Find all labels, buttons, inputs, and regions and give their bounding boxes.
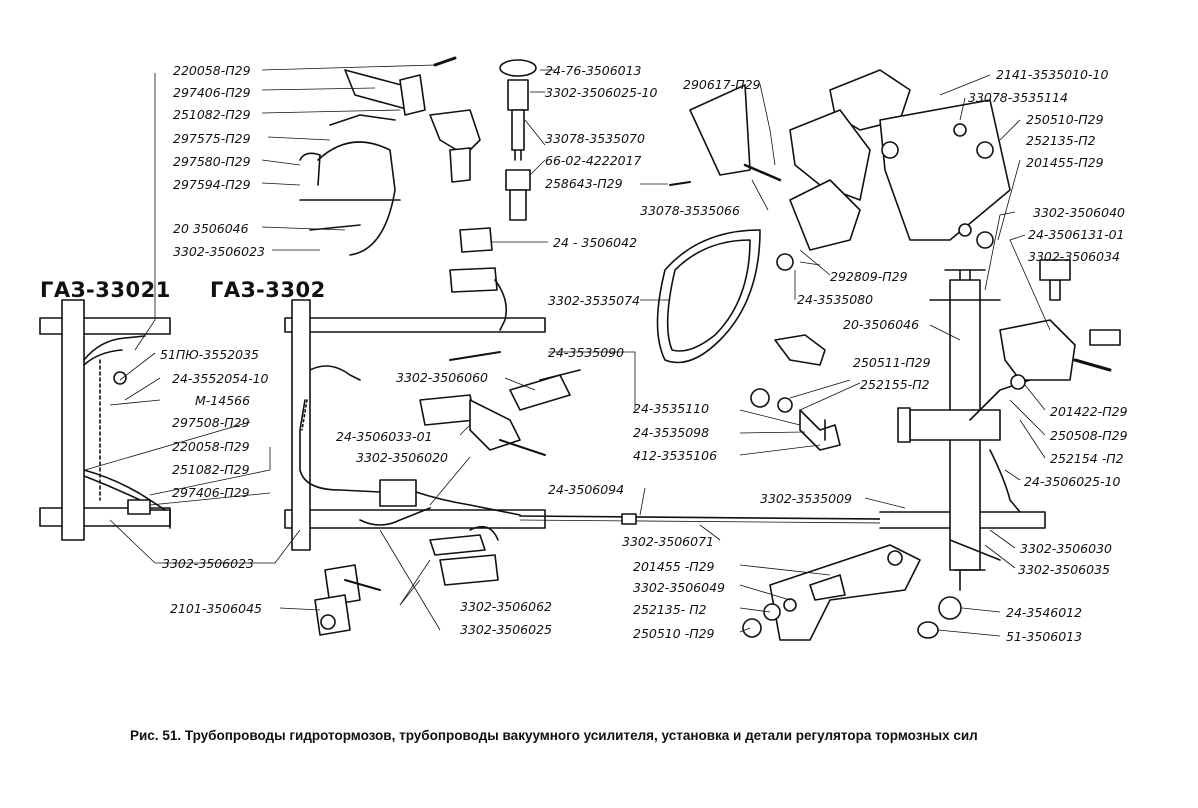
part-label: 24-76-3506013 <box>545 63 642 78</box>
part-label: 220058-П29 <box>172 439 250 454</box>
rear-axle <box>897 269 1031 591</box>
part-label: 250508-П29 <box>1050 428 1128 443</box>
part-labels: 220058-П29 297406-П29 251082-П29 297575-… <box>160 63 1128 644</box>
part-label: 24-3535090 <box>548 345 624 360</box>
part-label: 24-3535098 <box>633 425 709 440</box>
part-label: 51-3506013 <box>1006 629 1082 644</box>
part-label: 3302-3506035 <box>1018 562 1110 577</box>
part-label: 297508-П29 <box>172 415 250 430</box>
part-label: 3302-3506023 <box>162 556 254 571</box>
part-label: 2141-3535010-10 <box>996 67 1108 82</box>
part-label: 252135- П2 <box>633 602 707 617</box>
part-label: 250510 -П29 <box>633 626 715 641</box>
fitting-column <box>419 59 581 456</box>
part-label: 250510-П29 <box>1026 112 1104 127</box>
part-label: 297580-П29 <box>173 154 251 169</box>
part-label: 24-3506033-01 <box>336 429 433 444</box>
part-label: 3302-3506025 <box>460 622 552 637</box>
part-label: 3302-3535074 <box>548 293 640 308</box>
clamp-parts <box>299 56 481 256</box>
part-label: 297575-П29 <box>173 131 251 146</box>
part-label: 297406-П29 <box>173 85 251 100</box>
part-label: 3302-3506023 <box>173 244 265 259</box>
part-label: 201455 -П29 <box>633 559 715 574</box>
frame-middle <box>284 299 546 551</box>
part-label: 3302-3506049 <box>633 580 725 595</box>
part-label: М-14566 <box>195 393 250 408</box>
lower-clamps <box>314 525 499 636</box>
part-label: 33078-3535114 <box>968 90 1068 105</box>
part-label: 24-3546012 <box>1006 605 1082 620</box>
part-label: 258643-П29 <box>545 176 623 191</box>
model-label-left: ГАЗ-33021 <box>40 278 171 302</box>
part-label: 252154 -П2 <box>1050 451 1124 466</box>
part-label: 290617-П29 <box>683 77 761 92</box>
part-label: 33078-3535066 <box>640 203 740 218</box>
part-label: 3302-3506071 <box>622 534 714 549</box>
part-label: 3302-3506030 <box>1020 541 1112 556</box>
part-label: 24 - 3506042 <box>553 235 637 250</box>
part-label: 24-3535110 <box>633 401 709 416</box>
part-label: 24-3506131-01 <box>1028 227 1125 242</box>
part-label: 24-3535080 <box>797 292 873 307</box>
part-label: 51ПЮ-3552035 <box>160 347 259 362</box>
frame-left <box>39 299 171 541</box>
tee-fitting <box>999 259 1121 390</box>
figure-caption: Рис. 51. Трубопроводы гидротормозов, тру… <box>130 728 978 743</box>
regulator-rod <box>750 334 841 451</box>
part-label: 252155-П2 <box>860 377 930 392</box>
part-label: 20 3506046 <box>173 221 249 236</box>
part-label: 3302-3535009 <box>760 491 852 506</box>
part-label: 250511-П29 <box>853 355 931 370</box>
part-label: 201422-П29 <box>1050 404 1128 419</box>
brake-force-regulator <box>656 69 1011 364</box>
part-label: 201455-П29 <box>1026 155 1104 170</box>
part-label: 3302-3506034 <box>1028 249 1120 264</box>
part-label: 297594-П29 <box>173 177 251 192</box>
part-label: 252135-П2 <box>1026 133 1096 148</box>
part-label: 33078-3535070 <box>545 131 645 146</box>
part-label: 24-3552054-10 <box>172 371 269 386</box>
part-label: 24-3506094 <box>548 482 624 497</box>
part-label: 220058-П29 <box>173 63 251 78</box>
leader-lines <box>84 64 1051 637</box>
part-label: 251082-П29 <box>172 462 250 477</box>
part-label: 3302-3506025-10 <box>545 85 657 100</box>
part-label: 24-3506025-10 <box>1024 474 1121 489</box>
part-label: 412-3535106 <box>633 448 717 463</box>
part-label: 292809-П29 <box>830 269 908 284</box>
part-label: 2101-3506045 <box>170 601 262 616</box>
part-label: 3302-3506040 <box>1033 205 1125 220</box>
model-label-right: ГАЗ-3302 <box>210 278 326 302</box>
part-label: 3302-3506020 <box>356 450 448 465</box>
part-label: 251082-П29 <box>173 107 251 122</box>
part-label: 3302-3506060 <box>396 370 488 385</box>
part-label: 20-3506046 <box>843 317 919 332</box>
part-label: 66-02-4222017 <box>545 153 642 168</box>
part-label: 297406-П29 <box>172 485 250 500</box>
part-label: 3302-3506062 <box>460 599 552 614</box>
lower-bracket <box>742 544 962 641</box>
